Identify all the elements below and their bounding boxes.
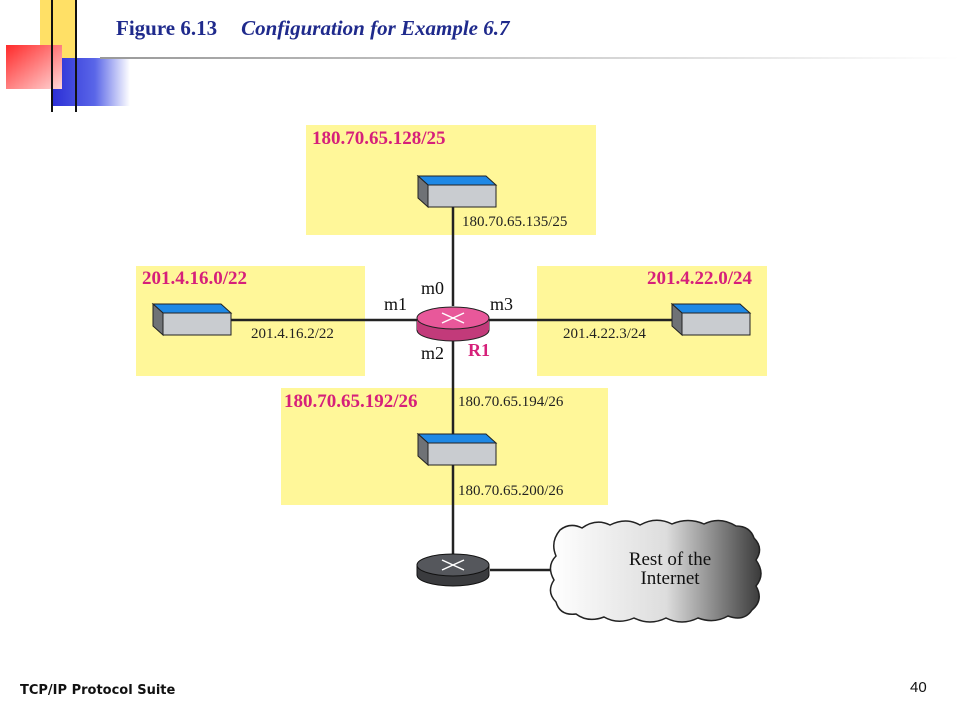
interface-m1-label: m1 — [384, 294, 408, 314]
switch-bottom-icon — [416, 432, 498, 467]
figure-title: Figure 6.13 Configuration for Example 6.7 — [116, 16, 510, 41]
router-default-icon — [416, 553, 490, 587]
interface-m2-label: m2 — [421, 343, 445, 363]
switch-right-icon — [670, 302, 752, 337]
router-r1-icon — [416, 306, 490, 342]
slide-corner-decoration — [6, 0, 130, 112]
switch-left-icon — [151, 302, 233, 337]
switch-top-icon — [416, 174, 498, 209]
top-host-address: 180.70.65.135/25 — [462, 214, 568, 230]
network-left-label: 201.4.16.0/22 — [142, 268, 248, 289]
network-bottom-label: 180.70.65.192/26 — [284, 391, 418, 412]
page-number: 40 — [910, 679, 927, 696]
internet-cloud-icon — [549, 519, 762, 623]
cloud-text-line2: Internet — [640, 568, 700, 589]
figure-number: Figure 6.13 — [116, 16, 218, 40]
cloud-text-line1: Rest of the — [628, 549, 712, 570]
interface-m3-label: m3 — [490, 294, 514, 314]
footer-title: TCP/IP Protocol Suite — [20, 683, 176, 698]
figure-caption: Configuration for Example 6.7 — [241, 16, 510, 40]
left-host-address: 201.4.16.2/22 — [251, 326, 334, 342]
right-host-address: 201.4.22.3/24 — [563, 326, 646, 342]
interface-m0-label: m0 — [421, 278, 445, 298]
network-right-label: 201.4.22.0/24 — [647, 268, 753, 289]
bottom-upper-address: 180.70.65.194/26 — [458, 394, 564, 410]
router-name-label: R1 — [468, 340, 490, 360]
title-underline — [100, 57, 960, 59]
internet-cloud-text: Rest of the Internet — [600, 550, 740, 588]
bottom-lower-address: 180.70.65.200/26 — [458, 483, 564, 499]
network-top-label: 180.70.65.128/25 — [312, 128, 446, 149]
